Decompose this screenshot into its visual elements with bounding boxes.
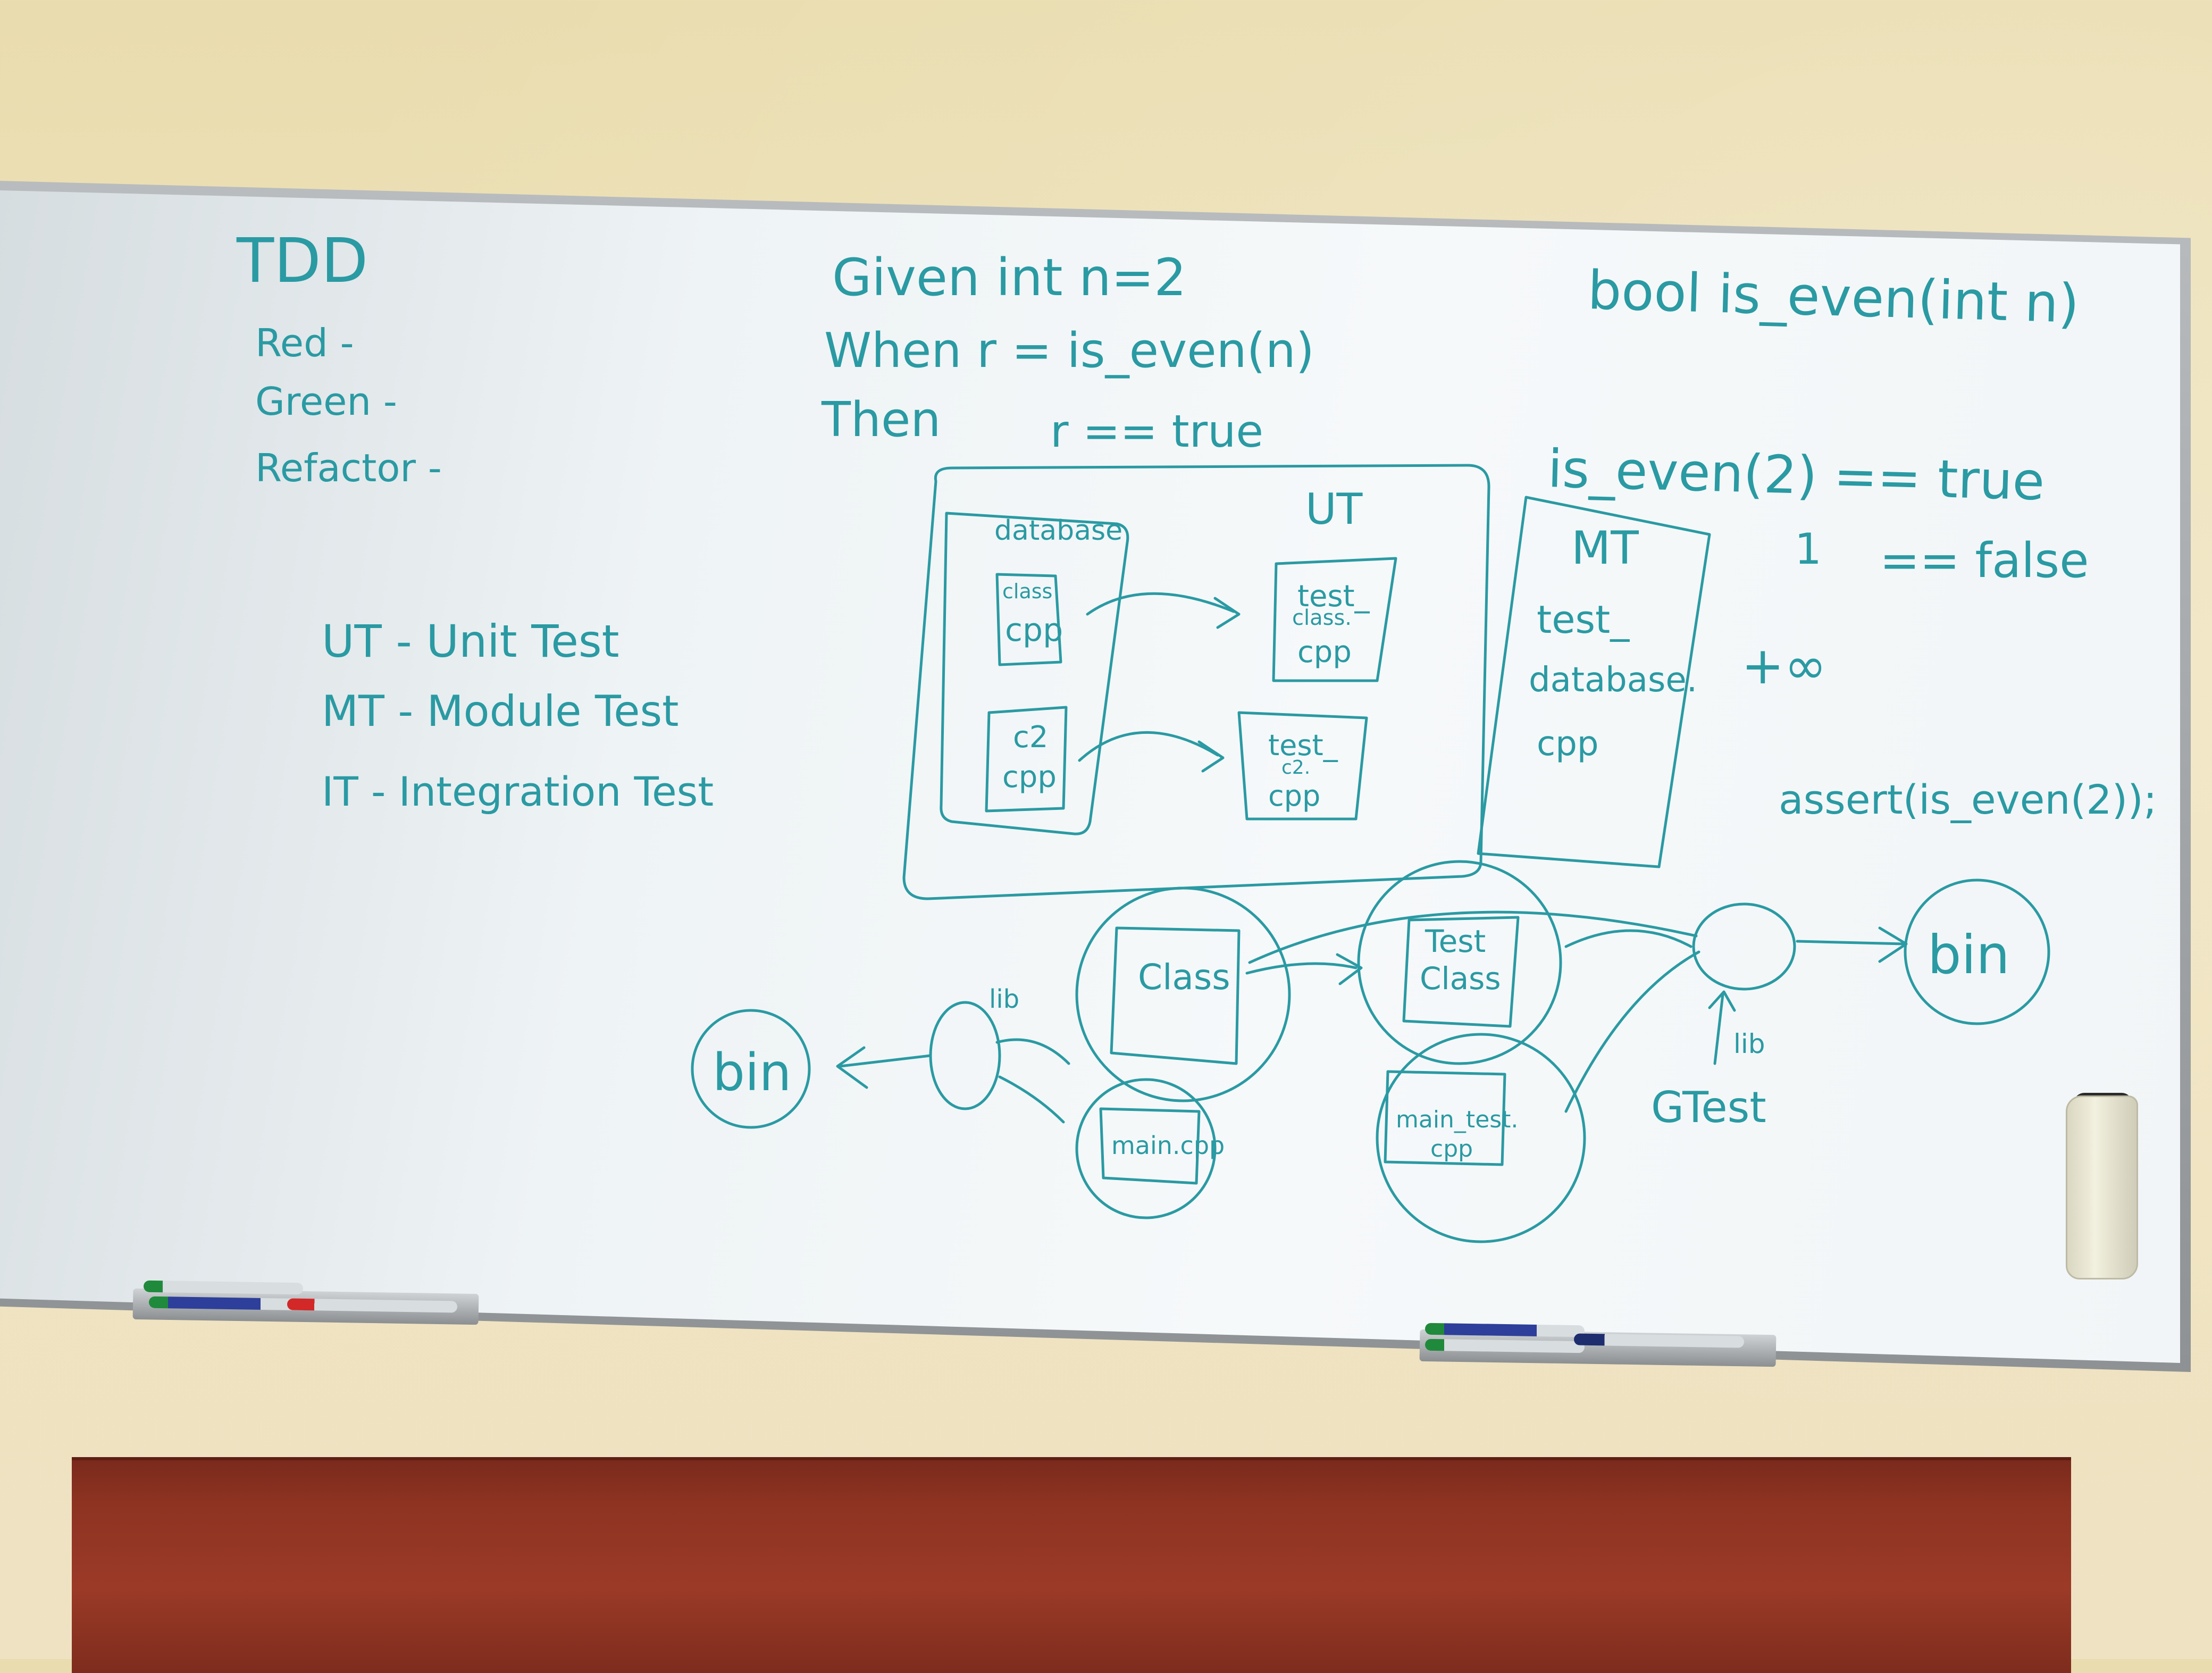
test-class-box	[1402, 916, 1520, 1028]
arrow-testclass-to-gtest	[1564, 929, 1692, 948]
arrow-class-to-test-head	[1213, 597, 1241, 629]
test-class-node-bottom: Class	[1420, 960, 1501, 997]
arrow-class-to-lib	[995, 1038, 1070, 1065]
arrow-main-to-lib	[998, 1075, 1065, 1124]
class-group-circle	[1075, 886, 1291, 1102]
class-box	[1110, 926, 1241, 1065]
function-signature: bool is_even(int n)	[1587, 259, 2080, 335]
example-infinity: +∞	[1741, 636, 1826, 696]
arrow-lib-to-bin	[839, 1054, 932, 1068]
arrow-c2-to-test	[1078, 731, 1219, 762]
database-outline	[940, 512, 1129, 835]
desk	[72, 1457, 2071, 1673]
ut-group-outline	[902, 464, 1490, 900]
bin-right-circle	[1904, 879, 2050, 1025]
test-c2-mid: c2.	[1281, 757, 1310, 779]
test-c2-top: test_	[1268, 729, 1338, 762]
test-c2-bottom: cpp	[1268, 779, 1320, 813]
mt-file-bottom: cpp	[1537, 724, 1598, 764]
class-cpp-box	[995, 573, 1062, 666]
mt-file-top: test_	[1537, 597, 1630, 642]
main-cpp-label: main.cpp	[1111, 1131, 1225, 1160]
gtest-label: GTest	[1651, 1083, 1766, 1132]
arrow-lib-to-gtest-head	[1708, 990, 1736, 1012]
arrow-class-to-testclass	[1245, 962, 1358, 975]
class-label: Class	[1138, 957, 1230, 998]
class-cpp-label-bottom: cpp	[1005, 612, 1063, 649]
tdd-step-green: Green -	[255, 379, 397, 424]
tdd-step-red: Red -	[255, 321, 354, 365]
test-class-top: test_	[1297, 579, 1370, 614]
lib-right-label: lib	[1733, 1028, 1765, 1059]
mt-outline	[1477, 496, 1711, 868]
arrow-class-to-testclass-head	[1336, 953, 1363, 985]
arrow-c2-to-test-head	[1197, 740, 1225, 773]
arrow-maintest-to-gtest	[1564, 950, 1700, 1113]
lib-left-label: lib	[989, 984, 1019, 1014]
then-label: Then	[821, 392, 941, 448]
legend-ut: UT - Unit Test	[322, 615, 619, 667]
given-line: Given int n=2	[832, 248, 1186, 307]
main-test-bottom: cpp	[1430, 1135, 1473, 1162]
c2-cpp-label-bottom: cpp	[1002, 760, 1057, 794]
gtest-node	[1692, 902, 1796, 991]
test-c2-cpp-box	[1237, 711, 1368, 821]
arrow-class-to-gtest	[1248, 910, 1698, 964]
mt-label: MT	[1571, 522, 1639, 575]
example-true: is_even(2) == true	[1547, 439, 2045, 512]
test-class-mid: class.	[1292, 606, 1352, 630]
arrow-lib-to-bin-head	[836, 1046, 868, 1089]
mt-file-mid: database.	[1529, 660, 1697, 700]
bin-right-label: bin	[1928, 924, 2010, 986]
c2-cpp-label-top: c2	[1013, 720, 1048, 755]
legend-mt: MT - Module Test	[322, 687, 678, 736]
test-class-node-top: Test	[1425, 923, 1486, 959]
when-line: When r = is_even(n)	[824, 323, 1314, 379]
then-value: r == true	[1050, 405, 1263, 457]
assert-line: assert(is_even(2));	[1779, 776, 2157, 823]
whiteboard-eraser[interactable]	[2066, 1095, 2138, 1279]
tdd-step-refactor: Refactor -	[255, 446, 442, 490]
main-test-box	[1384, 1070, 1506, 1166]
tdd-title: TDD	[236, 225, 368, 297]
test-class-bottom: cpp	[1297, 635, 1352, 670]
arrow-gtest-to-bin	[1796, 940, 1905, 946]
main-cpp-box	[1099, 1107, 1201, 1185]
main-test-circle	[1376, 1033, 1586, 1243]
legend-it: IT - Integration Test	[322, 768, 714, 815]
test-class-cpp-box	[1272, 557, 1397, 682]
arrow-lib-to-gtest	[1713, 993, 1724, 1065]
c2-cpp-box	[985, 706, 1068, 813]
main-cpp-circle	[1075, 1078, 1217, 1219]
main-test-top: main_test.	[1396, 1106, 1518, 1133]
ut-group-label: UT	[1305, 484, 1363, 534]
example-one: 1	[1795, 524, 1822, 574]
example-false: == false	[1880, 533, 2089, 589]
bin-left-circle	[691, 1009, 811, 1129]
lib-left-node	[929, 1001, 1001, 1110]
class-cpp-label-top: class	[1002, 580, 1052, 603]
bin-left-label: bin	[713, 1043, 791, 1102]
test-class-circle	[1357, 860, 1562, 1065]
whiteboard	[0, 190, 2180, 1363]
database-label: database	[994, 515, 1122, 547]
arrow-class-to-test	[1086, 592, 1235, 616]
